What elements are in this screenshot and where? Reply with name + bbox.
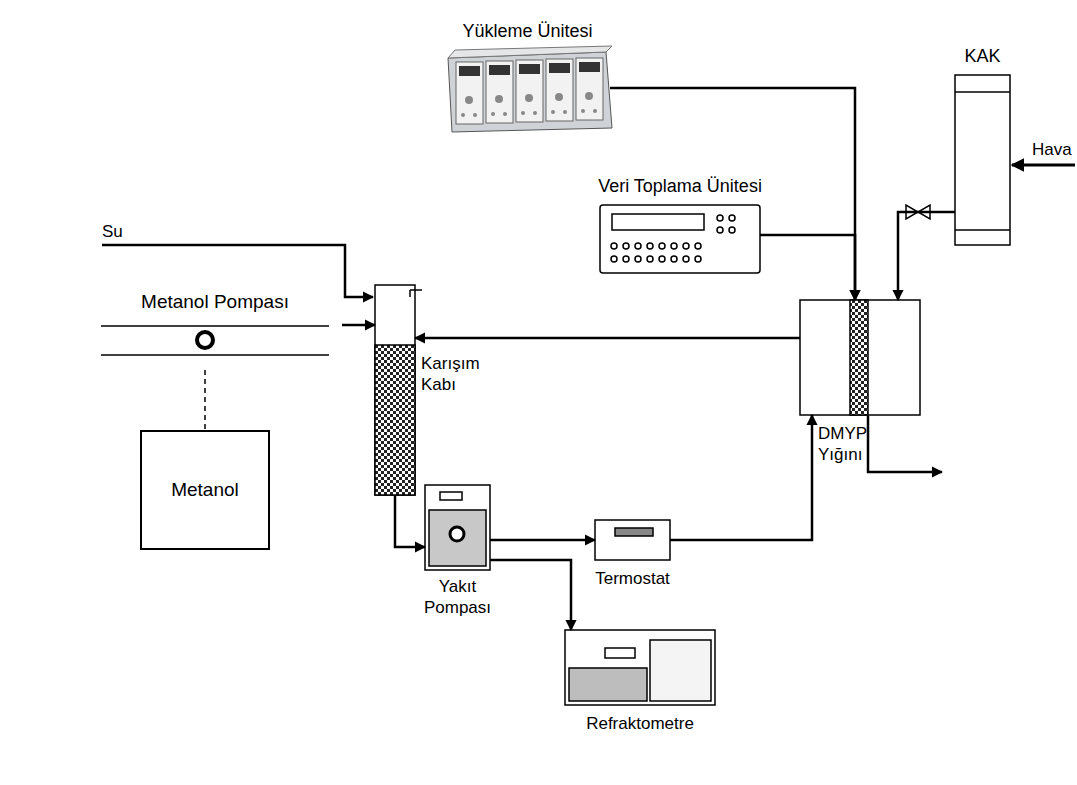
flow-arrow xyxy=(760,235,855,300)
node-label: Veri Toplama Ünitesi xyxy=(598,175,762,198)
thermostat: Termostat xyxy=(595,520,670,560)
data-logger-illustration xyxy=(600,205,760,273)
flow-arrow xyxy=(490,560,571,630)
flowmeter-illustration xyxy=(955,75,1010,245)
fuel-pump-illustration xyxy=(425,485,490,570)
flow-arrow xyxy=(898,212,955,300)
refractometer-illustration xyxy=(565,630,715,705)
tank-box: Metanol xyxy=(140,430,270,550)
node-label: KAK xyxy=(964,45,1000,68)
node-label: Yakıt Pompası xyxy=(422,576,494,619)
flow-arrow xyxy=(395,495,425,547)
load-unit: Yükleme Ünitesi xyxy=(445,50,610,130)
fuel-cell-stack-illustration xyxy=(800,300,920,415)
pump-box: Metanol Pompası xyxy=(88,280,342,370)
inlet-label: Hava xyxy=(1030,140,1074,160)
node-label: Metanol Pompası xyxy=(88,290,342,314)
node-label: Termostat xyxy=(595,568,670,589)
mixing-vessel: Karışım Kabı xyxy=(375,285,415,495)
node-label: Refraktometre xyxy=(586,713,694,734)
fuel-cell-stack: DMYP Yığını xyxy=(800,300,920,415)
outlet-arrow xyxy=(868,416,942,472)
air-inlet-arrow xyxy=(1012,164,1075,167)
water-inlet-line xyxy=(102,245,373,297)
fuel-pump: Yakıt Pompası xyxy=(425,485,490,570)
methanol-pump-illustration xyxy=(101,326,329,355)
link-line xyxy=(204,370,206,430)
flow-arrow xyxy=(342,324,375,327)
flow-arrow xyxy=(670,415,812,540)
node-label: DMYP Yığını xyxy=(818,423,878,466)
load-unit-illustration xyxy=(448,46,612,132)
node-label: Karışım Kabı xyxy=(421,353,493,396)
inlet-label: Su xyxy=(100,222,125,242)
flow-arrow xyxy=(415,337,800,340)
mixing-vessel-illustration xyxy=(375,285,422,495)
node-label: Yükleme Ünitesi xyxy=(462,20,592,43)
flow-arrow xyxy=(490,539,595,542)
flowmeter: KAK xyxy=(955,75,1010,245)
thermostat-illustration xyxy=(595,520,670,560)
data-logger: Veri Toplama Ünitesi xyxy=(600,205,760,273)
refractometer: Refraktometre xyxy=(565,630,715,705)
node-label: Metanol xyxy=(171,478,239,502)
